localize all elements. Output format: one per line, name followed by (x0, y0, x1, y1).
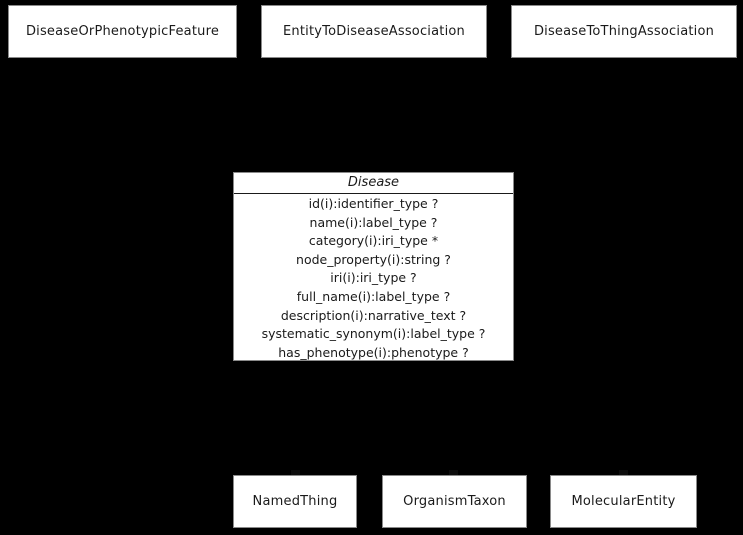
class-node-entity-to-disease-association[interactable]: EntityToDiseaseAssociation (261, 5, 487, 58)
class-attribute-row: name(i):label_type ? (309, 214, 438, 230)
edge-disease-to-disease-to-thing-association (623, 58, 624, 172)
edge-disease-to-entity-to-disease-association (373, 58, 374, 172)
class-attribute-row: has_phenotype(i):phenotype ? (278, 344, 469, 360)
class-node-disease[interactable]: Disease id(i):identifier_type ? name(i):… (233, 172, 514, 361)
class-attribute-row: node_property(i):string ? (296, 251, 451, 267)
edge-disease-to-organism-taxon (453, 361, 454, 475)
class-attribute-row: id(i):identifier_type ? (308, 196, 439, 211)
class-attribute-row: iri(i):iri_type ? (330, 270, 417, 286)
class-attribute-row: systematic_synonym(i):label_type ? (261, 326, 486, 342)
edge-disease-to-named-thing (295, 361, 296, 475)
class-node-label: OrganismTaxon (403, 493, 506, 509)
class-node-label: DiseaseOrPhenotypicFeature (25, 23, 220, 39)
class-node-disease-to-thing-association[interactable]: DiseaseToThingAssociation (511, 5, 737, 58)
class-node-disease-or-phenotypic-feature[interactable]: DiseaseOrPhenotypicFeature (8, 5, 237, 58)
class-node-title: Disease (234, 173, 513, 194)
class-node-label: EntityToDiseaseAssociation (283, 23, 465, 39)
arrowhead-molecular-entity (619, 470, 628, 475)
edge-disease-to-disease-or-phenotypic-feature (143, 58, 144, 172)
class-attribute-row: full_name(i):label_type ? (296, 288, 451, 304)
class-node-named-thing[interactable]: NamedThing (233, 475, 357, 528)
arrowhead-organism-taxon (449, 470, 458, 475)
class-node-label: DiseaseToThingAssociation (533, 23, 715, 39)
class-attribute-row: category(i):iri_type * (308, 233, 439, 249)
class-node-label: NamedThing (252, 493, 338, 509)
class-node-label: MolecularEntity (571, 493, 676, 509)
class-node-molecular-entity[interactable]: MolecularEntity (550, 475, 697, 528)
class-attribute-list: id(i):identifier_type ? name(i):label_ty… (234, 194, 513, 364)
arrowhead-named-thing (291, 470, 300, 475)
class-node-organism-taxon[interactable]: OrganismTaxon (382, 475, 527, 528)
class-attribute-row: description(i):narrative_text ? (280, 307, 467, 323)
edge-disease-to-molecular-entity (623, 361, 624, 475)
